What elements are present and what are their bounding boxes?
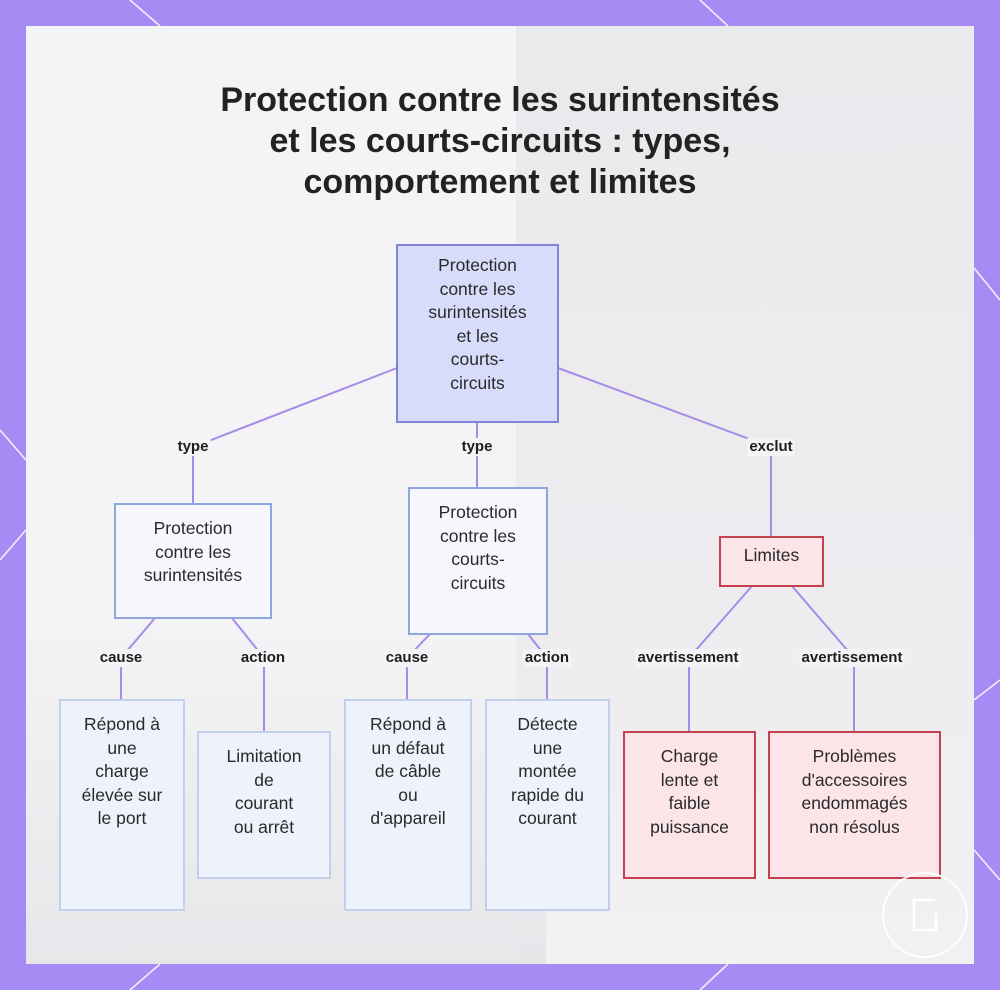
node-oc-action: Limitation de courant ou arrêt: [197, 731, 331, 879]
node-text-line: Répond à: [370, 714, 446, 734]
node-text-line: Protection: [153, 518, 233, 538]
title-line: comportement et limites: [303, 163, 697, 201]
edge-label-cause: cause: [383, 649, 431, 667]
node-text-line: courant: [518, 808, 577, 828]
node-text-line: lente et: [660, 769, 719, 790]
node-text-line: de câble: [374, 761, 442, 781]
node-text-line: d'accessoires: [801, 769, 908, 790]
edge-sc-cause: [406, 633, 431, 700]
node-text-line: Problèmes: [812, 746, 897, 766]
edge-label-action: action: [238, 649, 288, 667]
edge-sc-action: [527, 633, 548, 700]
node-text-line: courant: [234, 793, 294, 813]
title-line: et les courts-circuits : types,: [269, 122, 731, 160]
node-text-line: rapide du: [511, 784, 584, 805]
edge-label-action: action: [522, 649, 572, 667]
edge-label-type: type: [175, 438, 211, 456]
node-text-line: Limites: [743, 545, 800, 565]
node-sc-action: Détecte une montée rapide du courant: [485, 699, 610, 911]
node-text-line: de: [254, 769, 274, 790]
node-text-line: le port: [97, 808, 147, 828]
node-text-line: courts-: [451, 549, 505, 569]
edge-label-excludes: exclut: [747, 438, 795, 456]
edge-label-cause: cause: [97, 649, 145, 667]
title-line: Protection contre les surintensités: [220, 81, 780, 119]
node-text-line: d'appareil: [370, 808, 446, 828]
node-text-line: Protection: [438, 502, 518, 522]
edge-label-warning: avertissement: [799, 649, 905, 667]
node-text-line: Répond à: [84, 714, 160, 734]
edge-root-limits: [557, 367, 772, 537]
node-text-line: une: [107, 737, 137, 758]
node-overcurrent-protection: Protection contre les surintensités: [114, 503, 272, 619]
node-text-line: endommagés: [801, 793, 908, 813]
node-text-line: ou arrêt: [233, 816, 295, 837]
node-root: Protection contre les surintensités et l…: [396, 244, 559, 423]
node-text-line: Charge: [660, 746, 719, 766]
edge-root-overcurrent: [192, 367, 398, 504]
node-text-line: Protection: [438, 255, 517, 275]
node-text-line: Limitation: [226, 746, 302, 766]
node-text-line: ou: [398, 784, 418, 805]
node-text-line: Détecte: [517, 714, 578, 734]
node-text-line: contre les: [440, 525, 516, 546]
node-text-line: circuits: [450, 572, 506, 593]
logo-icon: [882, 872, 968, 958]
node-text-line: une: [532, 737, 563, 758]
node-oc-cause: Répond à une charge élevée sur le port: [59, 699, 185, 911]
node-text-line: surintensités: [428, 302, 527, 322]
node-shortcircuit-protection: Protection contre les courts- circuits: [408, 487, 548, 635]
node-text-line: montée: [518, 761, 577, 781]
node-text-line: contre les: [439, 278, 516, 299]
node-text-line: charge: [95, 761, 149, 781]
page-title: Protection contre les surintensités et l…: [26, 80, 974, 203]
node-text-line: et les: [456, 325, 499, 346]
node-text-line: un défaut: [371, 737, 445, 758]
node-text-line: puissance: [650, 816, 729, 837]
edge-label-warning: avertissement: [635, 649, 741, 667]
node-text-line: contre les: [155, 541, 231, 562]
node-text-line: élevée sur: [81, 784, 163, 805]
node-text-line: circuits: [450, 372, 505, 393]
node-text-line: non résolus: [809, 816, 900, 837]
node-limit-slow-charge: Charge lente et faible puissance: [623, 731, 756, 879]
node-text-line: courts-: [450, 349, 505, 369]
edge-label-type: type: [459, 438, 495, 456]
node-text-line: surintensités: [143, 565, 243, 585]
node-limits: Limites: [719, 536, 824, 587]
edge-oc-action: [231, 617, 265, 732]
node-sc-cause: Répond à un défaut de câble ou d'apparei…: [344, 699, 472, 911]
node-limit-accessories: Problèmes d'accessoires endommagés non r…: [768, 731, 941, 879]
node-text-line: faible: [668, 793, 711, 813]
